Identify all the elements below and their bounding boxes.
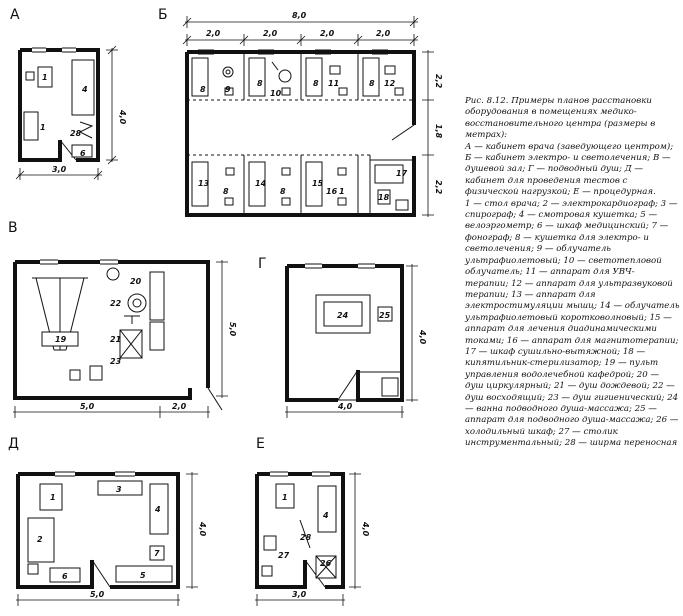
plan-b-letter: Б <box>158 7 168 23</box>
dim-a-depth: 4,0 <box>118 109 127 125</box>
dim-b-seg: 2,0 <box>376 29 391 38</box>
caption-items: 1 — стол врача; 2 — электрокардиограф; 3… <box>465 198 680 449</box>
plan-b-label: 9 <box>225 85 231 94</box>
dim-v-b: 2,0 <box>172 402 187 411</box>
plan-g-label: 24 <box>337 311 349 320</box>
plan-b-label: 13 <box>198 179 210 188</box>
plan-v-letter: В <box>8 220 18 236</box>
dim-d-width: 5,0 <box>90 590 105 599</box>
plan-b-label: 11 <box>328 79 339 88</box>
dim-g-width: 4,0 <box>337 402 353 411</box>
dim-b-width: 8,0 <box>292 11 307 20</box>
plan-v: В 19 20 22 21 23 5,0 2,0 5,0 <box>8 220 237 418</box>
plan-d: Д 1 3 4 2 7 6 5 5,0 4,0 <box>8 436 207 606</box>
plan-d-label: 6 <box>62 572 68 581</box>
plan-e-label: 1 <box>282 493 288 502</box>
dim-b-right: 2,2 <box>434 74 443 89</box>
plan-d-label: 2 <box>37 535 43 544</box>
plan-b-label: 15 <box>312 179 324 188</box>
plan-d-letter: Д <box>8 436 19 452</box>
plan-b-label: 8 <box>223 187 229 196</box>
plan-b-label: 8 <box>369 79 375 88</box>
plan-a-letter: А <box>10 7 20 23</box>
dim-v-a: 5,0 <box>80 402 95 411</box>
plan-d-label: 3 <box>116 485 122 494</box>
caption-rooms: А — кабинет врача (заведующего центром);… <box>465 141 674 198</box>
plan-a-label: 1 <box>42 73 48 82</box>
plan-d-label: 4 <box>154 505 161 514</box>
dim-e-depth: 4,0 <box>361 521 370 537</box>
plan-e: Е 1 4 28 26 27 3,0 4,0 <box>255 436 370 606</box>
plan-v-label: 20 <box>130 277 142 286</box>
plan-b-label: 16 <box>326 187 338 196</box>
plan-b-label: 8 <box>257 79 263 88</box>
dim-g-depth: 4,0 <box>418 329 427 345</box>
plan-g-label: 25 <box>379 311 391 320</box>
dim-b-right: 2,2 <box>434 180 443 195</box>
dim-b-right: 1,8 <box>434 124 443 139</box>
plan-b-label: 10 <box>270 89 282 98</box>
plan-v-label: 19 <box>55 335 67 344</box>
plan-a-label: 28 <box>70 129 82 138</box>
plan-e-label: 4 <box>322 511 329 520</box>
plan-b-label: 8 <box>280 187 286 196</box>
plan-b-label: 8 <box>200 85 206 94</box>
plan-a: А 1 4 1 28 6 3,0 4,0 <box>10 7 127 180</box>
plan-e-label: 27 <box>278 551 290 560</box>
plan-b-label: 8 <box>313 79 319 88</box>
plan-d-label: 1 <box>50 493 56 502</box>
plan-e-letter: Е <box>256 436 265 452</box>
caption-title: Рис. 8.12. Примеры планов расстановки об… <box>465 96 656 141</box>
plan-a-label: 4 <box>81 85 88 94</box>
plan-a-label: 1 <box>40 123 46 132</box>
plan-e-label: 28 <box>300 533 312 542</box>
dim-a-width: 3,0 <box>52 165 67 174</box>
dim-b-seg: 2,0 <box>263 29 278 38</box>
dim-e-width: 3,0 <box>292 590 307 599</box>
plan-e-label: 26 <box>320 559 332 568</box>
plan-g: Г 24 25 4,0 4,0 <box>258 256 427 418</box>
plan-v-label: 22 <box>110 299 122 308</box>
dim-v-depth: 5,0 <box>228 322 237 337</box>
plan-a-label: 6 <box>80 149 86 158</box>
dim-b-seg: 2,0 <box>206 29 221 38</box>
plan-v-label: 23 <box>110 357 122 366</box>
plan-b-label: 17 <box>396 169 408 178</box>
plan-b-label: 18 <box>378 193 390 202</box>
plan-d-label: 5 <box>140 571 146 580</box>
plan-v-label: 21 <box>110 335 121 344</box>
dim-d-depth: 4,0 <box>198 521 207 537</box>
plan-b-label: 14 <box>255 179 267 188</box>
plan-b-label: 12 <box>384 79 396 88</box>
figure-caption: Рис. 8.12. Примеры планов расстановки об… <box>465 96 680 450</box>
plan-b: Б 8,0 2,0 2,0 2,0 2,0 8 9 10 <box>158 7 443 217</box>
plan-d-label: 7 <box>154 549 160 558</box>
plan-b-label: 1 <box>339 187 345 196</box>
dim-b-seg: 2,0 <box>320 29 335 38</box>
plan-g-letter: Г <box>258 256 267 272</box>
